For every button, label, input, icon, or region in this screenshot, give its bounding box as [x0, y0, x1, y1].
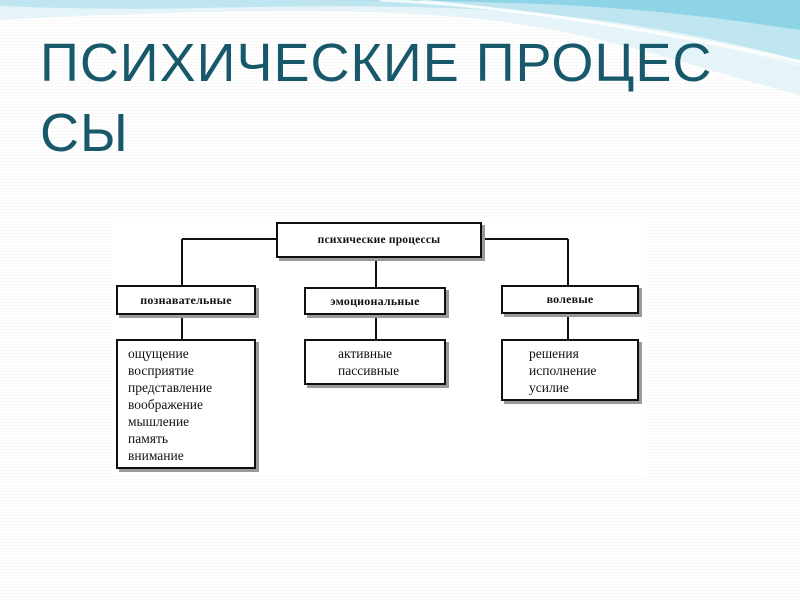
root-label: психические процессы — [317, 234, 441, 246]
branch-label-emotional: эмоциональные — [330, 293, 420, 308]
branch-label-cognitive: познавательные — [140, 292, 232, 307]
slide-title: ПСИХИЧЕСКИЕ ПРОЦЕС СЫ — [40, 33, 713, 163]
list-item: исполнение — [529, 363, 597, 378]
diagram-connectors — [181, 238, 569, 339]
list-item: воображение — [128, 397, 203, 412]
list-item: активные — [338, 346, 393, 361]
branch-box-volitional: волевые — [501, 285, 639, 314]
list-item: усилие — [529, 380, 569, 395]
list-item: ощущение — [128, 346, 189, 361]
list-box-volitional: решения исполнение усилие — [501, 339, 639, 401]
root-box: психические процессы — [276, 222, 482, 258]
list-box-cognitive: ощущение восприятие представление вообра… — [116, 339, 256, 469]
list-item: мышление — [128, 414, 190, 429]
branch-label-volitional: волевые — [546, 292, 594, 306]
list-item: представление — [128, 380, 213, 395]
list-item: внимание — [128, 448, 184, 463]
list-item: пассивные — [338, 363, 400, 378]
list-item: память — [128, 431, 169, 446]
decorative-wave — [0, 0, 800, 95]
branch-box-cognitive: познавательные — [116, 285, 256, 315]
list-item: восприятие — [128, 363, 194, 378]
list-item: решения — [529, 346, 579, 361]
branch-box-emotional: эмоциональные — [304, 287, 446, 315]
process-diagram: психические процессы познавательные эмоц… — [112, 218, 646, 476]
list-box-emotional: активные пассивные — [304, 339, 446, 385]
